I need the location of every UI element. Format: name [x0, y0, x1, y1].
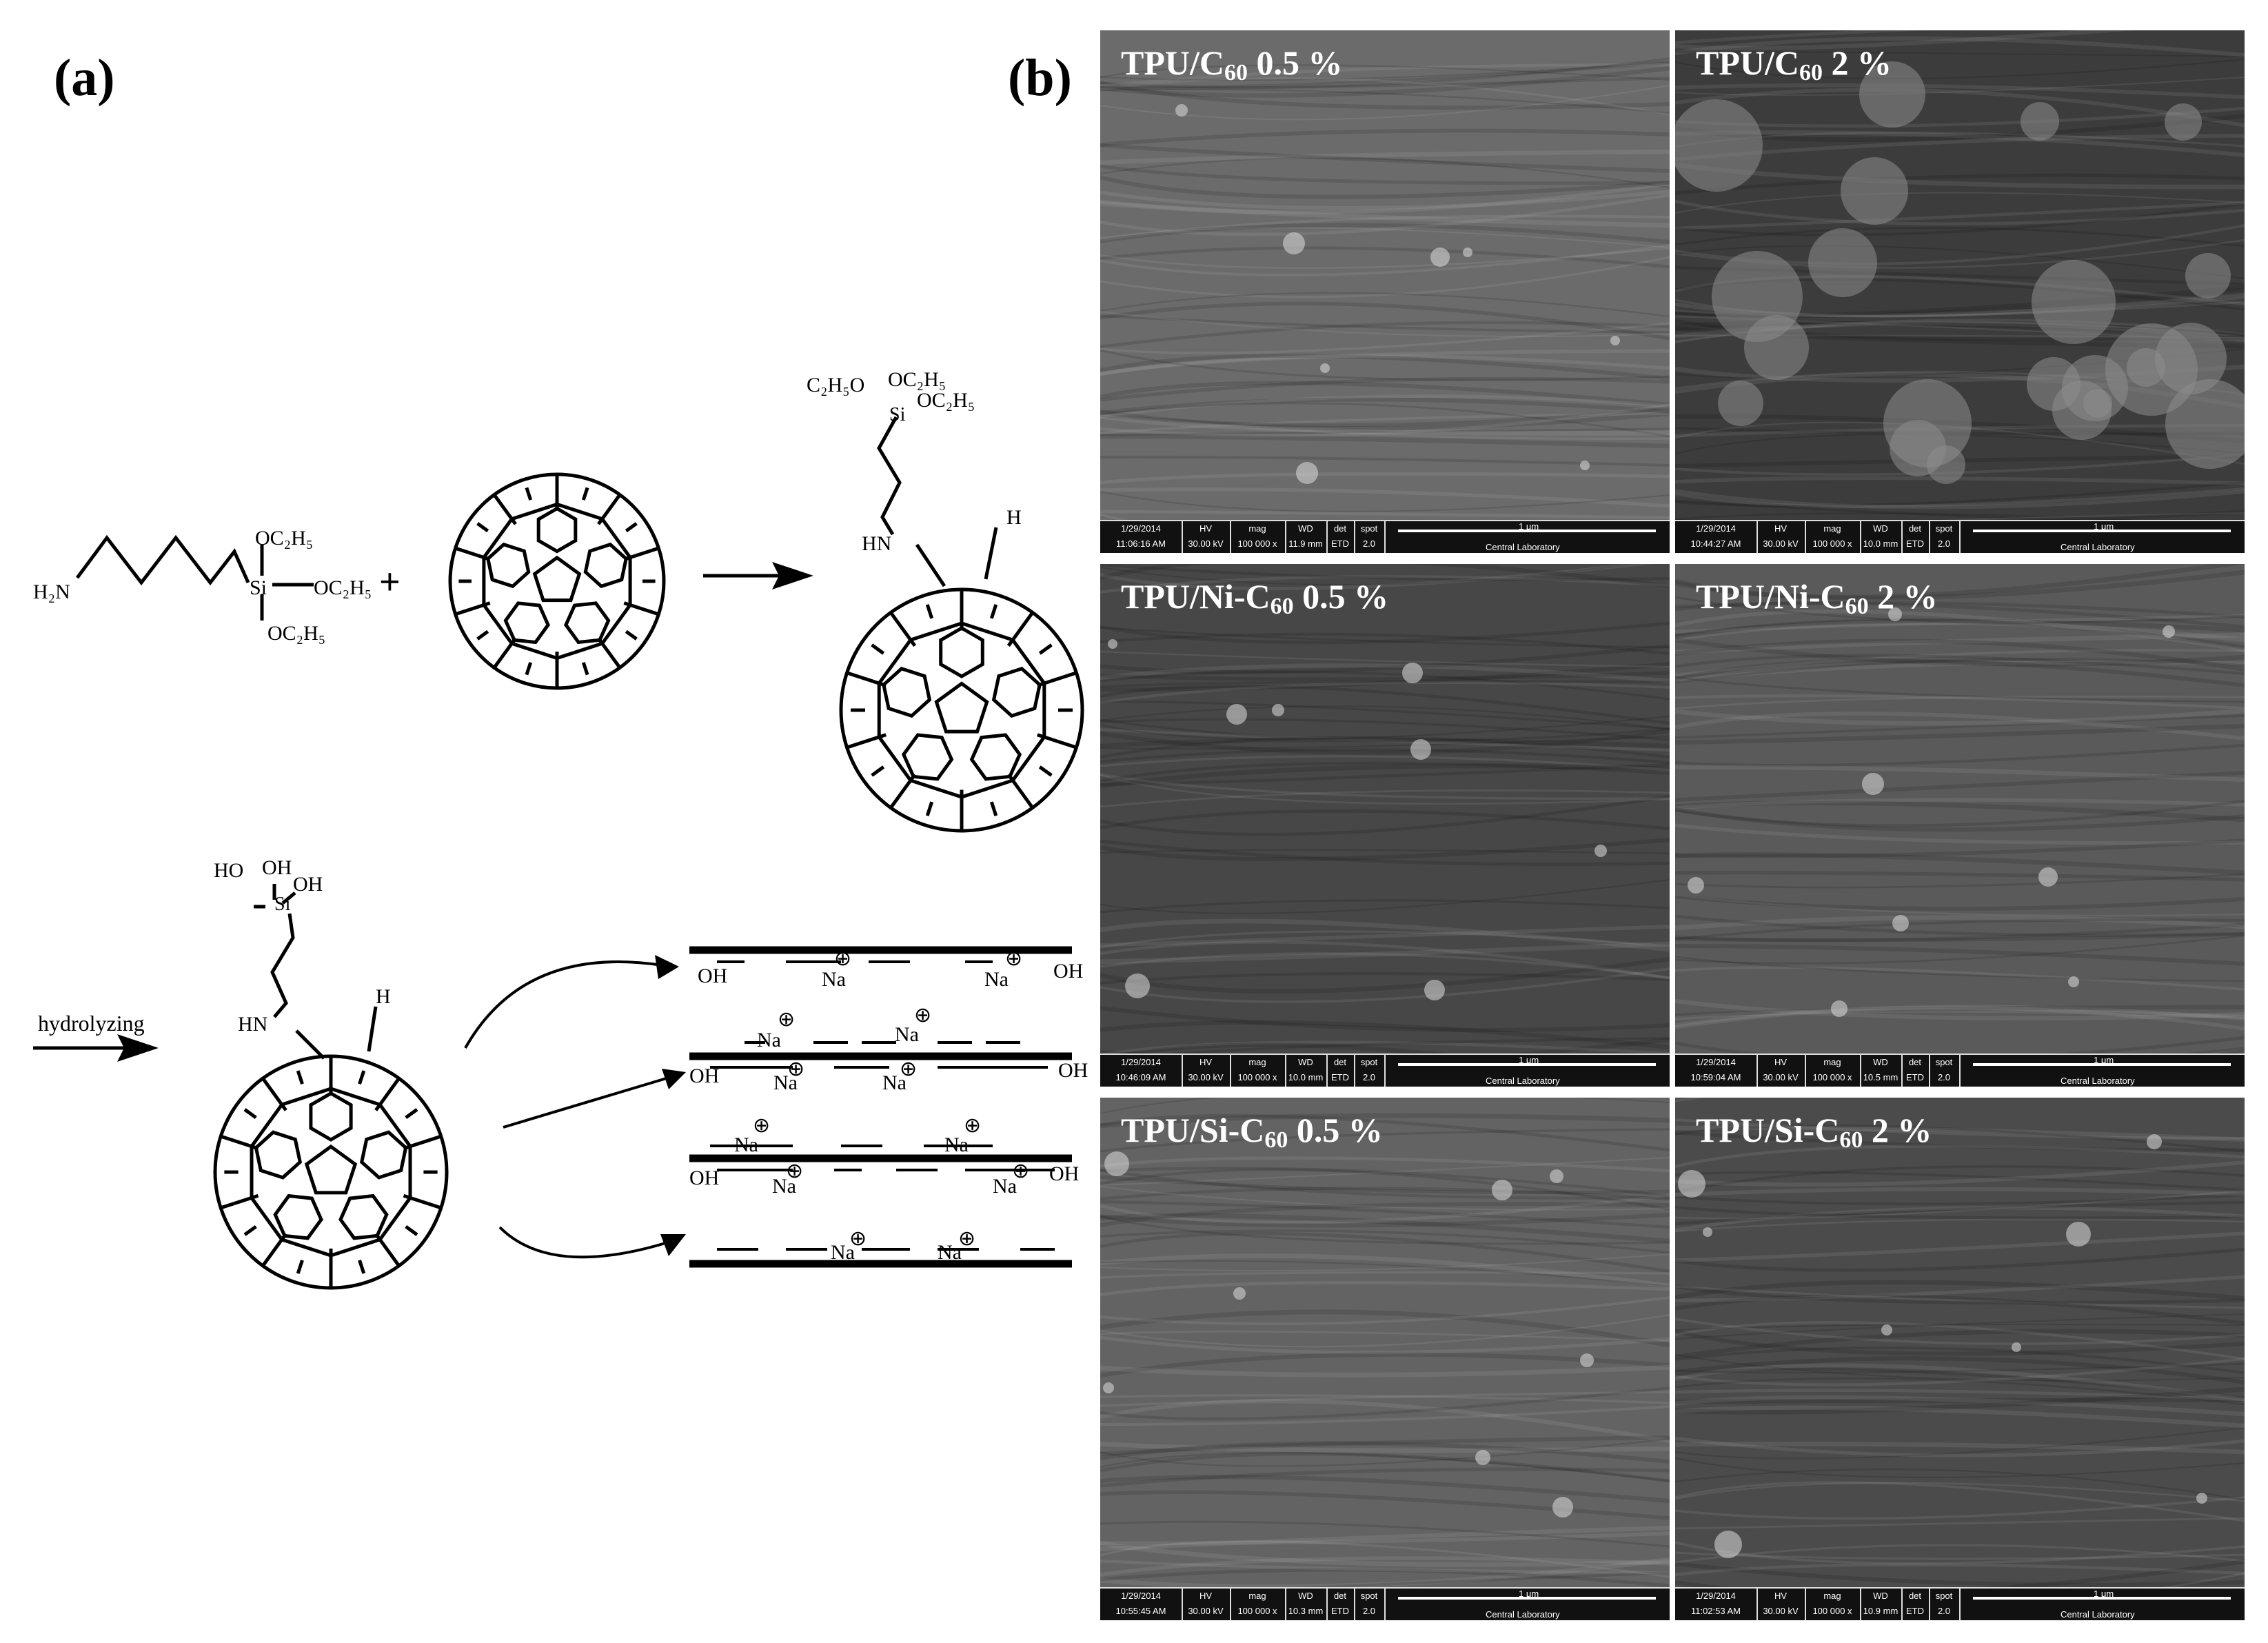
svg-text:Na: Na: [944, 1133, 969, 1156]
aptes-oc2h5-top: OC₂H₅: [255, 527, 313, 550]
svg-text:⊕: ⊕: [778, 1008, 795, 1031]
svg-text:⊕: ⊕: [753, 1114, 770, 1137]
arrow-head-2: [117, 1034, 159, 1062]
sem-title: TPU/Si-C60 2 %: [1696, 1111, 1932, 1153]
svg-text:⊕: ⊕: [849, 1227, 867, 1250]
aptes-c60-adduct: [877, 416, 998, 587]
adduct-h: H: [1006, 506, 1022, 529]
adduct-si: Si: [889, 404, 906, 425]
svg-text:Na: Na: [757, 1029, 781, 1051]
sem-title: TPU/C60 0.5 %: [1121, 43, 1343, 85]
adduct-oc2h5-top: OC₂H₅: [888, 368, 946, 391]
hydrolyzed-h: H: [376, 985, 391, 1008]
reaction-scheme: H₂N Si OC₂H₅ OC₂H₅ OC₂H₅ + C₂H₅O OC₂H₅ O…: [33, 368, 1088, 1290]
c60-fullerene-1: [448, 472, 666, 690]
svg-text:OH: OH: [698, 965, 727, 987]
svg-text:Na: Na: [984, 968, 1009, 991]
adduct-oc2h5-right: OC₂H₅: [917, 389, 975, 412]
panel-b-label: (b): [1008, 49, 1072, 107]
svg-text:OH: OH: [1058, 1059, 1088, 1082]
svg-text:⊕: ⊕: [786, 1160, 803, 1182]
curved-arrows: [464, 960, 676, 1259]
aptes-oc2h5-bottom: OC₂H₅: [267, 622, 325, 645]
svg-text:Na: Na: [734, 1133, 758, 1156]
sem-title: TPU/Ni-C60 2 %: [1696, 577, 1938, 619]
svg-text:Na: Na: [772, 1175, 796, 1198]
svg-text:Na: Na: [895, 1023, 919, 1046]
svg-text:Na: Na: [822, 968, 846, 991]
svg-text:Na: Na: [882, 1071, 907, 1094]
hydrolyzed-si: Si: [274, 894, 291, 915]
sem-title: TPU/Si-C60 0.5 %: [1121, 1111, 1383, 1153]
clay-layers: [689, 946, 1072, 1268]
aptes-oc2h5-mid: OC₂H₅: [314, 576, 372, 599]
hydrolyzed-hn: HN: [238, 1013, 267, 1036]
aptes-molecule: [75, 534, 314, 621]
clay-labels: OH OH Na ⊕ Na ⊕ Na ⊕ Na ⊕ OH OH Na ⊕ Na …: [689, 947, 1088, 1264]
hydrolyzed-oh-top: OH: [262, 856, 292, 879]
hydrolyzing-label: hydrolyzing: [38, 1011, 145, 1036]
adduct-hn: HN: [862, 532, 891, 555]
panel-a-label: (a): [54, 49, 115, 107]
svg-text:⊕: ⊕: [914, 1004, 931, 1027]
hydrolyzed-oh-right: OH: [293, 873, 323, 896]
svg-text:⊕: ⊕: [787, 1058, 804, 1080]
hydrolyzed-ho: HO: [214, 859, 243, 882]
svg-text:Na: Na: [993, 1175, 1017, 1198]
c60-fullerene-2: [839, 587, 1084, 833]
svg-text:Na: Na: [773, 1071, 798, 1094]
adduct-c2h5o: C₂H₅O: [807, 374, 864, 396]
plus-sign: +: [379, 561, 401, 603]
svg-text:Na: Na: [938, 1241, 962, 1264]
aptes-si-label: Si: [250, 576, 267, 599]
c60-fullerene-3: [213, 1054, 449, 1290]
svg-text:OH: OH: [1053, 960, 1083, 982]
svg-text:⊕: ⊕: [900, 1058, 917, 1080]
svg-text:⊕: ⊕: [834, 947, 851, 970]
hydrolyzed-adduct: [254, 884, 378, 1060]
svg-text:⊕: ⊕: [1012, 1160, 1029, 1182]
aptes-h2n-label: H₂N: [33, 581, 70, 603]
arrow-head-1: [772, 562, 813, 589]
sem-title: TPU/Ni-C60 0.5 %: [1121, 577, 1389, 619]
sem-title: TPU/C60 2 %: [1696, 43, 1892, 85]
svg-text:⊕: ⊕: [964, 1114, 981, 1137]
svg-text:Na: Na: [831, 1241, 855, 1264]
svg-text:OH: OH: [689, 1065, 719, 1087]
svg-text:⊕: ⊕: [1005, 947, 1022, 970]
svg-text:OH: OH: [1049, 1162, 1079, 1185]
svg-text:⊕: ⊕: [958, 1227, 975, 1250]
svg-text:OH: OH: [689, 1167, 719, 1189]
